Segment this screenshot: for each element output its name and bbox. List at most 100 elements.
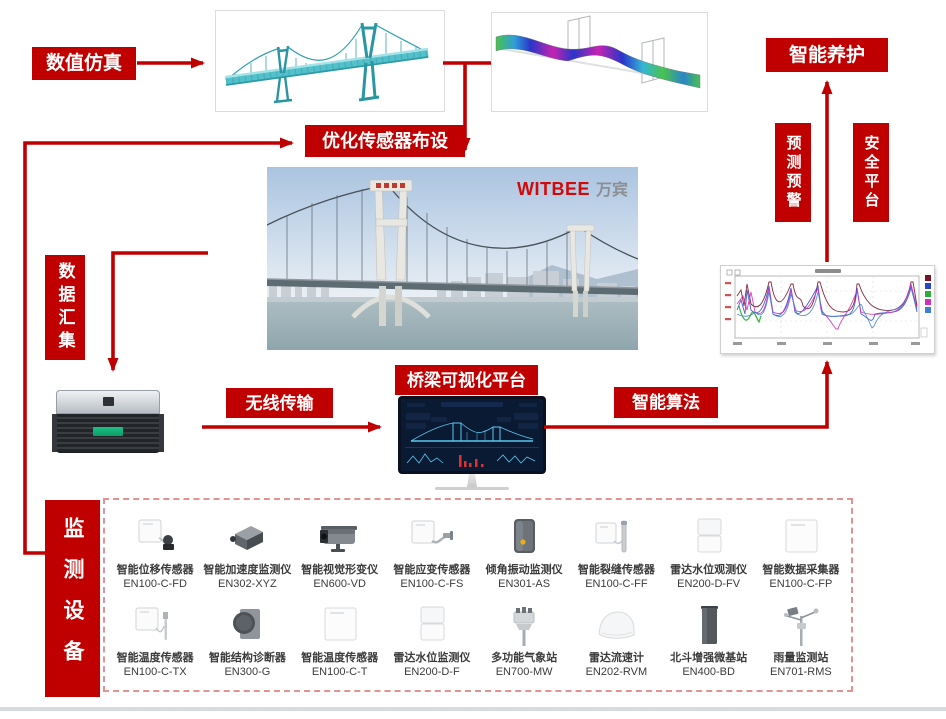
label-monitoring-devices: 监测设备 [45, 500, 100, 697]
device-name: 雨量监测站 [773, 652, 829, 664]
mode-shape-simulation-image [491, 12, 708, 112]
label-safety-platform: 安全平台 [853, 123, 889, 222]
arrow-photo-to-server [107, 251, 208, 372]
legend-swatch [925, 299, 931, 305]
device-name: 智能温度传感器 [301, 652, 379, 664]
strain-sensor-icon [386, 508, 478, 558]
witbee-logo-cn: 万宾 [595, 182, 628, 199]
beidou-station-icon [663, 596, 755, 646]
weather-station-icon [478, 596, 570, 646]
device-model: EN700-MW [495, 666, 553, 678]
witbee-logo: WITBEE 万宾 [517, 176, 628, 200]
label-smart-algorithm: 智能算法 [614, 387, 718, 418]
device-model: EN600-VD [313, 578, 366, 590]
device-item: 北斗增强微基站 EN400-BD [663, 596, 755, 678]
device-name: 智能应变传感器 [393, 564, 471, 576]
device-model: EN301-AS [498, 578, 551, 590]
device-item: 雷达流速计 EN202-RVM [570, 596, 662, 678]
device-model: EN200-D-F [404, 666, 460, 678]
server-logo [103, 397, 114, 406]
server-rack-ear [52, 414, 57, 452]
device-item: 智能数据采集器 EN100-C-FP [755, 508, 847, 590]
device-model: EN200-D-FV [677, 578, 741, 590]
data-collector-icon [294, 596, 386, 646]
radar-level-gauge-icon [386, 596, 478, 646]
dashboard-monitor [398, 396, 546, 490]
device-model: EN202-RVM [585, 666, 648, 678]
device-model: EN100-C-FS [400, 578, 464, 590]
device-name: 智能加速度监测仪 [203, 564, 292, 576]
analysis-chart-graphic [721, 266, 934, 353]
radar-level-gauge-icon [663, 508, 755, 558]
rain-station-icon [755, 596, 847, 646]
fem-bridge-graphic [216, 11, 444, 111]
device-name: 倾角振动监测仪 [485, 564, 563, 576]
monitor-base [435, 487, 509, 490]
device-name: 雷达流速计 [588, 652, 644, 664]
tilt-vibration-sensor-icon [478, 508, 570, 558]
device-item: 智能视觉形变仪 EN600-VD [294, 508, 386, 590]
structure-diagnoser-icon [201, 596, 293, 646]
device-name: 智能结构诊断器 [208, 652, 286, 664]
label-bridge-platform: 桥梁可视化平台 [395, 365, 538, 395]
device-item: 智能应变传感器 EN100-C-FS [386, 508, 478, 590]
device-item: 雷达水位监测仪 EN200-D-F [386, 596, 478, 678]
device-item: 智能加速度监测仪 EN302-XYZ [201, 508, 293, 590]
device-grid: 智能位移传感器 EN100-C-FD 智能加速度监测仪 EN302-XYZ 智能视觉形变… [105, 500, 851, 678]
temperature-sensor-probe-icon [109, 596, 201, 646]
device-model: EN302-XYZ [218, 578, 277, 590]
device-model: EN100-C-FP [769, 578, 833, 590]
server-badge [93, 427, 123, 436]
monitor-screen [398, 396, 546, 474]
mode-shape-graphic [492, 13, 707, 111]
crack-sensor-icon [570, 508, 662, 558]
label-numerical-simulation: 数值仿真 [32, 47, 136, 80]
footer-divider [0, 707, 946, 711]
device-name: 智能温度传感器 [116, 652, 194, 664]
chart-legend [925, 275, 931, 313]
server-top-bezel [56, 390, 160, 414]
device-model: EN100-C-FF [585, 578, 648, 590]
device-panel: 智能位移传感器 EN100-C-FD 智能加速度监测仪 EN302-XYZ 智能视觉形变… [103, 498, 853, 692]
label-optimize-sensor-layout: 优化传感器布设 [305, 125, 465, 157]
device-name: 多功能气象站 [491, 652, 558, 664]
server-image [52, 390, 164, 454]
vision-camera-icon [294, 508, 386, 558]
radar-velocimeter-icon [570, 596, 662, 646]
device-item: 雨量监测站 EN701-RMS [755, 596, 847, 678]
label-wireless-transmission: 无线传输 [226, 388, 333, 418]
accelerometer-icon [201, 508, 293, 558]
device-name: 智能位移传感器 [116, 564, 194, 576]
device-item: 智能温度传感器 EN100-C-T [294, 596, 386, 678]
server-grille [56, 414, 160, 453]
analysis-chart [720, 265, 935, 354]
device-item: 多功能气象站 EN700-MW [478, 596, 570, 678]
label-prediction-warning: 预测预警 [775, 123, 811, 222]
device-name: 智能视觉形变仪 [301, 564, 379, 576]
label-smart-maintenance: 智能养护 [766, 38, 888, 72]
monitor-stand [467, 474, 477, 487]
device-name: 智能数据采集器 [762, 564, 840, 576]
device-model: EN701-RMS [770, 666, 832, 678]
witbee-logo-text: WITBEE [516, 179, 590, 199]
bridge-photo-graphic [267, 167, 638, 350]
displacement-sensor-icon [109, 508, 201, 558]
device-item: 智能位移传感器 EN100-C-FD [109, 508, 201, 590]
legend-swatch [925, 275, 931, 281]
device-name: 北斗增强微基站 [670, 652, 748, 664]
device-model: EN100-C-FD [123, 578, 187, 590]
bridge-photo: WITBEE 万宾 [267, 167, 638, 350]
device-name: 雷达水位观测仪 [670, 564, 748, 576]
device-model: EN100-C-TX [123, 666, 187, 678]
device-name: 雷达水位监测仪 [393, 652, 471, 664]
device-item: 智能温度传感器 EN100-C-TX [109, 596, 201, 678]
device-model: EN400-BD [682, 666, 735, 678]
server-rack-ear [159, 414, 164, 452]
device-item: 倾角振动监测仪 EN301-AS [478, 508, 570, 590]
device-model: EN100-C-T [311, 666, 368, 678]
fem-bridge-simulation-image [215, 10, 445, 112]
device-item: 雷达水位观测仪 EN200-D-FV [663, 508, 755, 590]
